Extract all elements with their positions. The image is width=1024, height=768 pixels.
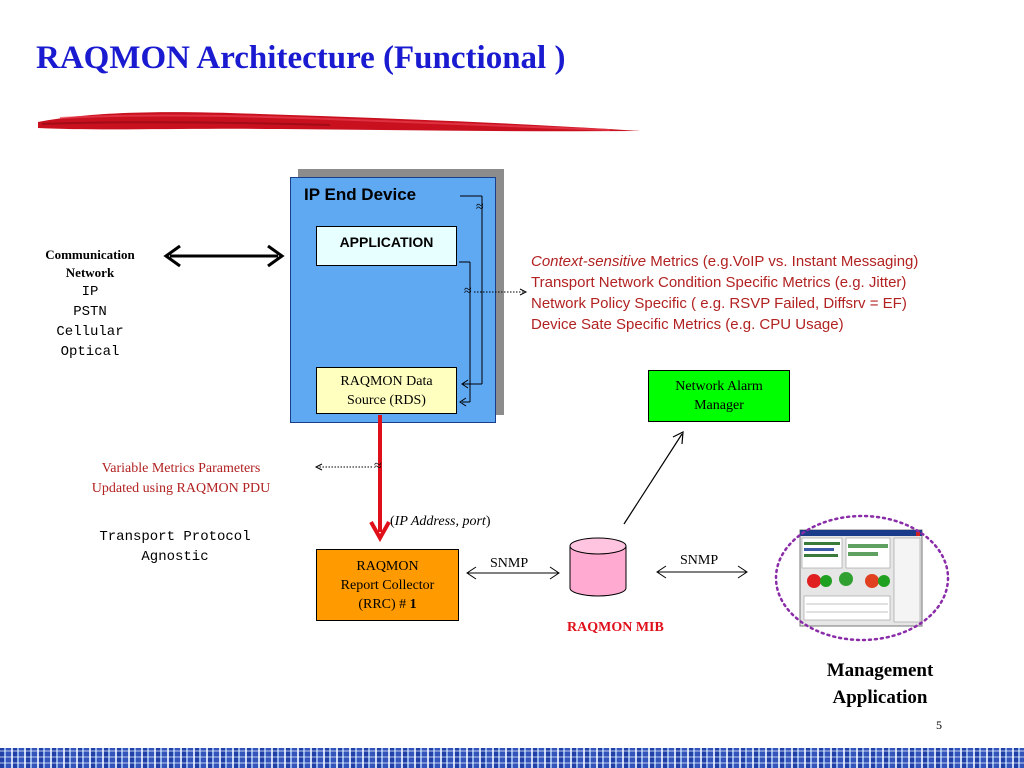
ip-address-port-label: (IP Address, port)	[390, 514, 490, 530]
rrc-line1: RAQMON	[356, 558, 419, 574]
ip-address-italic: IP Address, port	[394, 514, 486, 529]
comm-title-line2: Network	[65, 265, 115, 280]
rds-label-line1: RAQMON Data	[340, 373, 433, 389]
page-title: RAQMON Architecture (Functional )	[36, 40, 566, 76]
transport-line2: Agnostic	[141, 549, 209, 565]
comm-item-cellular: Cellular	[56, 324, 124, 340]
management-application-label: Management Application	[800, 657, 960, 711]
application-box: APPLICATION	[316, 226, 457, 266]
comm-title-line1: Communication	[45, 247, 135, 262]
approx-symbol-bottom: ≈	[374, 459, 382, 474]
raqmon-mib-label: RAQMON MIB	[567, 620, 664, 635]
ip-end-device-label: IP End Device	[304, 185, 417, 204]
footer-decorative-band	[0, 748, 1024, 768]
rrc-mib-snmp-arrow	[466, 566, 560, 580]
management-app-ellipse	[774, 514, 950, 642]
communication-network-label: Communication Network IP PSTN Cellular O…	[30, 246, 150, 362]
network-alarm-manager-box: Network Alarm Manager	[648, 370, 790, 422]
approx-symbol-middle: ≈	[464, 284, 472, 299]
metrics-list: Context-sensitive Metrics (e.g.VoIP vs. …	[531, 251, 918, 335]
metrics-line4: Device Sate Specific Metrics (e.g. CPU U…	[531, 316, 844, 333]
nam-line2: Manager	[694, 398, 744, 413]
rds-box: RAQMON Data Source (RDS)	[316, 367, 457, 414]
transport-agnostic-label: Transport Protocol Agnostic	[70, 527, 280, 567]
mib-to-nam-arrow	[623, 430, 684, 525]
variable-params-label: Variable Metrics Parameters Updated usin…	[56, 459, 306, 499]
snmp-label-right: SNMP	[680, 553, 719, 568]
transport-line1: Transport Protocol	[99, 529, 251, 545]
management-app-screenshot	[799, 529, 923, 627]
metrics-line3: Network Policy Specific ( e.g. RSVP Fail…	[531, 295, 907, 312]
metrics-line2: Transport Network Condition Specific Met…	[531, 274, 907, 291]
metrics-line1-italic: Context-sensitive	[531, 253, 647, 270]
mgmt-line2: Application	[832, 687, 928, 708]
comm-item-pstn: PSTN	[73, 304, 107, 320]
snmp-label-left: SNMP	[490, 556, 529, 571]
nam-line1: Network Alarm	[675, 379, 763, 394]
rrc-box: RAQMON Report Collector (RRC) # 1	[316, 549, 459, 621]
comm-network-bidirectional-arrow	[163, 244, 285, 268]
rrc-line3-number: 1	[409, 596, 417, 612]
variable-params-line1: Variable Metrics Parameters	[101, 461, 261, 476]
footer-pattern-overlay	[0, 748, 1024, 768]
comm-item-ip: IP	[81, 284, 99, 300]
title-underline-brush	[38, 112, 640, 132]
raqmon-mib-cylinder	[569, 537, 627, 597]
rrc-line2: Report Collector	[340, 577, 435, 593]
approx-symbol-top: ≈	[476, 200, 484, 215]
variable-params-line2: Updated using RAQMON PDU	[91, 481, 271, 496]
metrics-line1: Context-sensitive Metrics (e.g.VoIP vs. …	[531, 251, 918, 272]
comm-item-optical: Optical	[60, 344, 120, 360]
page-number: 5	[936, 718, 942, 732]
application-label: APPLICATION	[339, 234, 434, 250]
mib-mgmt-snmp-arrow	[656, 565, 748, 579]
mgmt-line1: Management	[826, 660, 934, 681]
ip-address-close-paren: )	[485, 514, 491, 529]
metrics-line1-rest: Metrics (e.g.VoIP vs. Instant Messaging)	[646, 253, 919, 270]
rds-label-line2: Source (RDS)	[347, 392, 426, 408]
rrc-line3-prefix: (RRC) #	[358, 596, 410, 612]
ip-address-open-paren: (	[390, 514, 395, 529]
